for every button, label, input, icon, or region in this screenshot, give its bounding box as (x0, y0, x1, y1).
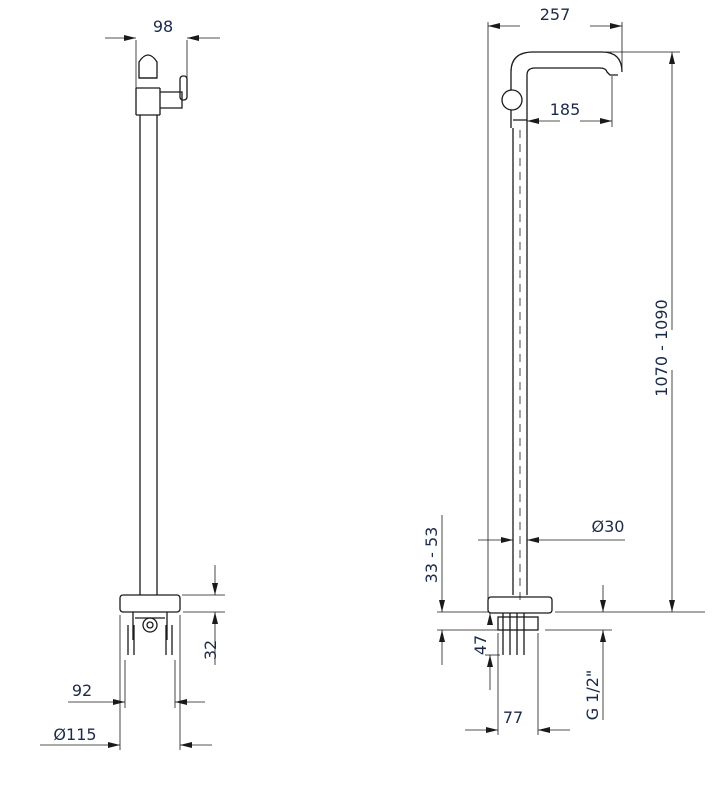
dim-base-height-label: 32 (201, 640, 220, 660)
dim-width-label: 98 (153, 17, 173, 36)
dim-legs-label: 92 (72, 681, 92, 700)
side-view: 257 185 1070 - 1090 Ø30 33 - 53 47 G 1/2… (422, 5, 705, 735)
front-view: 98 32 92 Ø115 (40, 17, 225, 750)
dim-depth-label: 47 (471, 635, 490, 655)
dim-reach-total-label: 257 (540, 5, 571, 24)
dim-floor-range-label: 33 - 53 (422, 527, 441, 584)
dim-height-label: 1070 - 1090 (652, 299, 671, 396)
dim-legs-side-label: 77 (503, 708, 523, 727)
dim-pipe-diameter-label: Ø30 (592, 517, 625, 536)
dim-spout-reach-label: 185 (550, 100, 581, 119)
dim-base-diameter-label: Ø115 (53, 725, 96, 744)
dim-thread-label: G 1/2" (583, 670, 602, 721)
